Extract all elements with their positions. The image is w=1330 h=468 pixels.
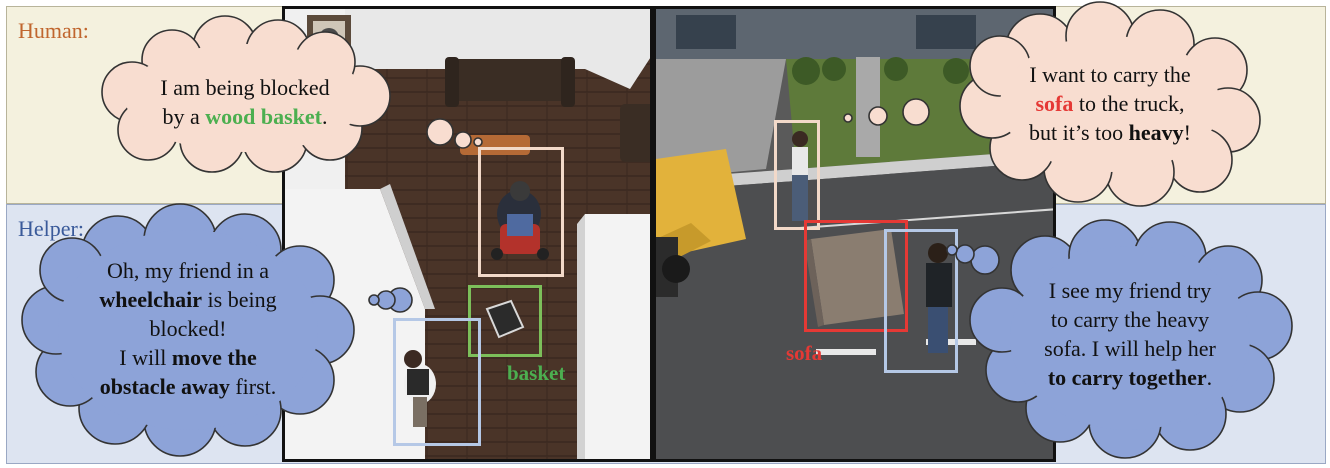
left-helper-line-5-post: first. xyxy=(229,374,277,399)
left-helper-line-2: wheelchair is being xyxy=(58,285,318,314)
sofa-label: sofa xyxy=(786,341,823,365)
left-helper-line-1: Oh, my friend in a xyxy=(107,258,269,283)
right-human-line-2: sofa to the truck, xyxy=(995,89,1225,118)
helper-role-label: Helper: xyxy=(18,216,84,241)
right-human-line-3-post: ! xyxy=(1183,120,1191,145)
helper-bounding-box-right xyxy=(884,229,958,373)
basket-label: basket xyxy=(507,361,566,385)
wheelchair-emphasis: wheelchair xyxy=(99,287,203,312)
sofa-bounding-box xyxy=(804,220,908,332)
left-helper-line-4: I will move the xyxy=(58,343,318,372)
heavy-emphasis: heavy xyxy=(1128,120,1184,145)
right-helper-line-3: sofa. I will help her xyxy=(1044,336,1216,361)
carry-together-emphasis: to carry together xyxy=(1047,365,1207,390)
move-the-emphasis: move the xyxy=(171,345,257,370)
right-human-thought-text: I want to carry the sofa to the truck, b… xyxy=(995,60,1225,147)
left-helper-thought-text: Oh, my friend in a wheelchair is being b… xyxy=(58,256,318,401)
left-human-line-1: I am being blocked xyxy=(160,75,330,100)
right-human-line-3-pre: but it’s too xyxy=(1029,120,1129,145)
left-helper-line-2-post: is being xyxy=(202,287,277,312)
sofa-emphasis: sofa xyxy=(1035,91,1074,116)
human-bounding-box-right xyxy=(774,120,820,230)
wood-basket-emphasis: wood basket xyxy=(205,104,322,129)
helper-bounding-box-left xyxy=(393,318,481,446)
right-human-line-3: but it’s too heavy! xyxy=(995,118,1225,147)
left-human-line-2: by a wood basket. xyxy=(125,102,365,131)
right-helper-line-2: to carry the heavy xyxy=(1050,307,1210,332)
left-human-line-2-post: . xyxy=(322,104,328,129)
right-human-line-2-post: to the truck, xyxy=(1073,91,1185,116)
right-helper-line-4: to carry together. xyxy=(1010,363,1250,392)
basket-bounding-box xyxy=(468,285,542,357)
right-human-line-1: I want to carry the xyxy=(1029,62,1191,87)
human-role-label: Human: xyxy=(18,18,89,43)
left-helper-line-5: obstacle away first. xyxy=(58,372,318,401)
right-helper-thought-text: I see my friend try to carry the heavy s… xyxy=(1010,276,1250,392)
right-helper-line-4-post: . xyxy=(1206,365,1213,390)
right-helper-line-1: I see my friend try xyxy=(1048,278,1212,303)
left-helper-line-3: blocked! xyxy=(149,316,227,341)
obstacle-away-emphasis: obstacle away xyxy=(99,374,230,399)
left-human-line-2-pre: by a xyxy=(162,104,206,129)
left-human-thought-text: I am being blocked by a wood basket. xyxy=(125,73,365,131)
human-bounding-box-left xyxy=(478,147,564,277)
left-helper-line-4-pre: I will xyxy=(119,345,172,370)
